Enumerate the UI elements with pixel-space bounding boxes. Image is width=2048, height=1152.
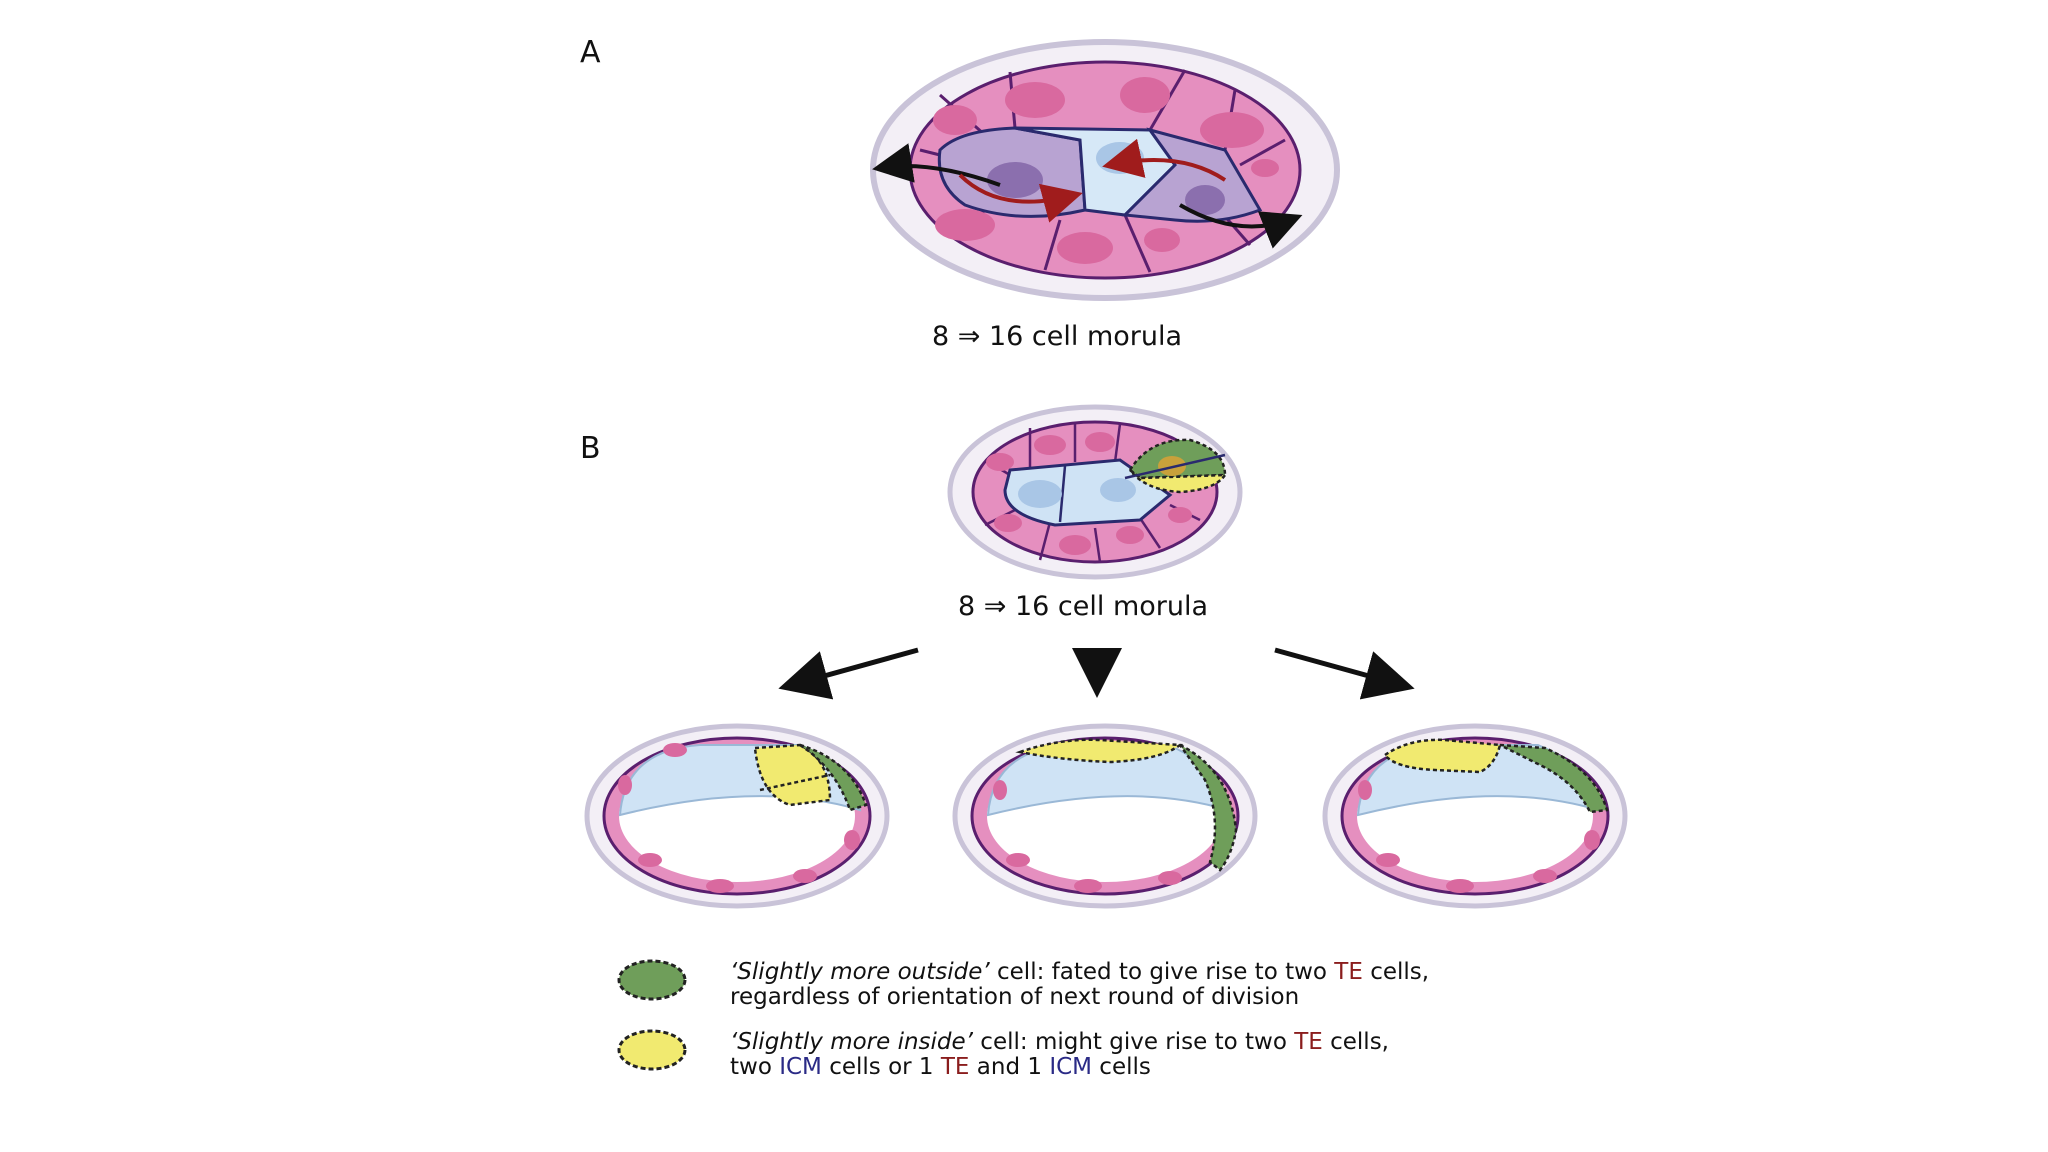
blastocyst-left — [584, 723, 890, 909]
black-arrow-left — [872, 143, 1001, 187]
legend-outside-line1: ‘Slightly more outside’ cell: fated to g… — [730, 959, 1429, 985]
black-arrow-right — [1178, 203, 1303, 249]
panel-a-caption: 8 ⇒ 16 cell morula — [932, 321, 1182, 352]
panel-b-letter: B — [580, 431, 601, 466]
inside-cell-marker — [1129, 469, 1228, 494]
inside-cell-marker-right — [1383, 738, 1502, 774]
branch-arrow-left — [778, 647, 919, 700]
blastocyst-center — [952, 723, 1258, 909]
outside-cell-marker-left — [799, 743, 868, 812]
legend-outside-swatch — [617, 959, 687, 1001]
blastocyst-right — [1322, 723, 1628, 909]
legend-inside-swatch — [617, 1029, 687, 1071]
legend-outside-line2: regardless of orientation of next round … — [730, 984, 1299, 1010]
panel-a-morula — [870, 39, 1340, 301]
legend-inside-line1: ‘Slightly more inside’ cell: might give … — [730, 1029, 1389, 1055]
panel-b-morula — [947, 404, 1243, 580]
branch-arrow-right — [1274, 647, 1415, 700]
red-arrow-right — [1102, 138, 1227, 182]
red-arrow-left — [958, 173, 1083, 223]
legend-inside-line2: two ICM cells or 1 TE and 1 ICM cells — [730, 1054, 1151, 1080]
outside-cell-marker-center — [1178, 743, 1238, 872]
outside-cell-marker-right — [1499, 743, 1609, 814]
panel-a-letter: A — [580, 35, 601, 70]
panel-b-caption: 8 ⇒ 16 cell morula — [958, 591, 1208, 622]
inside-cell-marker-center — [1015, 738, 1184, 764]
